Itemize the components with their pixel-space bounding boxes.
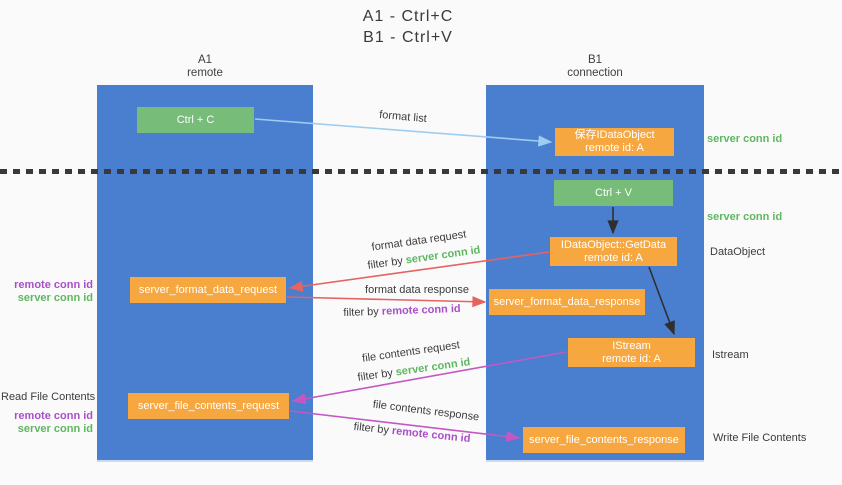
ctrl-c-node: Ctrl + C bbox=[137, 107, 254, 133]
istream-annotation: Istream bbox=[712, 349, 749, 361]
format-data-response-arrow bbox=[286, 296, 487, 308]
lane-left-name: remote bbox=[187, 67, 223, 79]
lane-right-id: B1 bbox=[587, 54, 603, 66]
server-format-data-request-node: server_format_data_request bbox=[130, 277, 286, 303]
server-conn-id-keyword: server conn id bbox=[394, 356, 472, 379]
ctrl-v-node: Ctrl + V bbox=[554, 180, 673, 206]
server-conn-id-keyword: server conn id bbox=[404, 244, 482, 267]
ctrl-v-label: Ctrl + V bbox=[595, 186, 632, 199]
remote-conn-id-annotation-2: remote conn id bbox=[14, 410, 93, 422]
diagram-title: A1 - Ctrl+C B1 - Ctrl+V bbox=[258, 6, 558, 48]
read-file-contents-annotation: Read File Contents bbox=[1, 391, 96, 403]
filter-by-text: filter by bbox=[356, 367, 394, 384]
filter-by-text: filter by bbox=[353, 420, 390, 437]
format-list-label: format list bbox=[378, 108, 428, 126]
lane-header-right: B1 connection bbox=[525, 54, 665, 80]
getdata-node: IDataObject::GetData remote id: A bbox=[550, 237, 677, 266]
server-format-data-request-label: server_format_data_request bbox=[138, 283, 278, 296]
format-data-response-label: format data response bbox=[365, 284, 469, 296]
save-dataobject-node: 保存IDataObject remote id: A bbox=[555, 128, 674, 156]
server-conn-id-annotation-2: server conn id bbox=[17, 423, 93, 435]
file-contents-response-label: file contents response bbox=[372, 398, 480, 424]
istream-line2: remote id: A bbox=[602, 352, 661, 365]
lane-header-left: A1 remote bbox=[135, 54, 275, 80]
ctrl-c-label: Ctrl + C bbox=[176, 113, 215, 126]
phase-divider-dashed-line bbox=[0, 169, 842, 174]
server-file-contents-request-label: server_file_contents_request bbox=[137, 399, 280, 412]
save-dataobject-line1: 保存IDataObject bbox=[574, 129, 655, 141]
istream-line1: IStream bbox=[612, 339, 651, 352]
server-conn-id-annotation-mid: server conn id bbox=[707, 211, 783, 223]
remote-conn-id-annotation-1: remote conn id bbox=[14, 279, 93, 291]
getdata-line2: remote id: A bbox=[584, 251, 643, 264]
server-file-contents-response-label: server_file_contents_response bbox=[529, 433, 679, 446]
server-file-contents-response-node: server_file_contents_response bbox=[523, 427, 685, 453]
title-line-1: A1 - Ctrl+C bbox=[362, 8, 454, 25]
write-file-contents-annotation: Write File Contents bbox=[713, 432, 807, 444]
server-format-data-response-node: server_format_data_response bbox=[489, 289, 645, 315]
istream-node: IStream remote id: A bbox=[568, 338, 695, 367]
filter-by-text: filter by bbox=[366, 255, 404, 272]
title-line-2: B1 - Ctrl+V bbox=[363, 29, 453, 46]
server-file-contents-request-node: server_file_contents_request bbox=[128, 393, 289, 419]
filter-by-text: filter by bbox=[343, 305, 380, 320]
lane-left-id: A1 bbox=[197, 54, 213, 66]
save-dataobject-line2: remote id: A bbox=[585, 142, 644, 154]
remote-conn-id-keyword: remote conn id bbox=[391, 424, 471, 446]
lane-right-name: connection bbox=[567, 67, 623, 79]
server-conn-id-annotation-1: server conn id bbox=[17, 292, 93, 304]
dataobject-annotation: DataObject bbox=[710, 246, 766, 258]
server-conn-id-annotation-top: server conn id bbox=[707, 133, 783, 145]
getdata-line1: IDataObject::GetData bbox=[560, 238, 667, 251]
server-format-data-response-label: server_format_data_response bbox=[493, 295, 641, 308]
remote-conn-id-keyword: remote conn id bbox=[381, 302, 461, 318]
